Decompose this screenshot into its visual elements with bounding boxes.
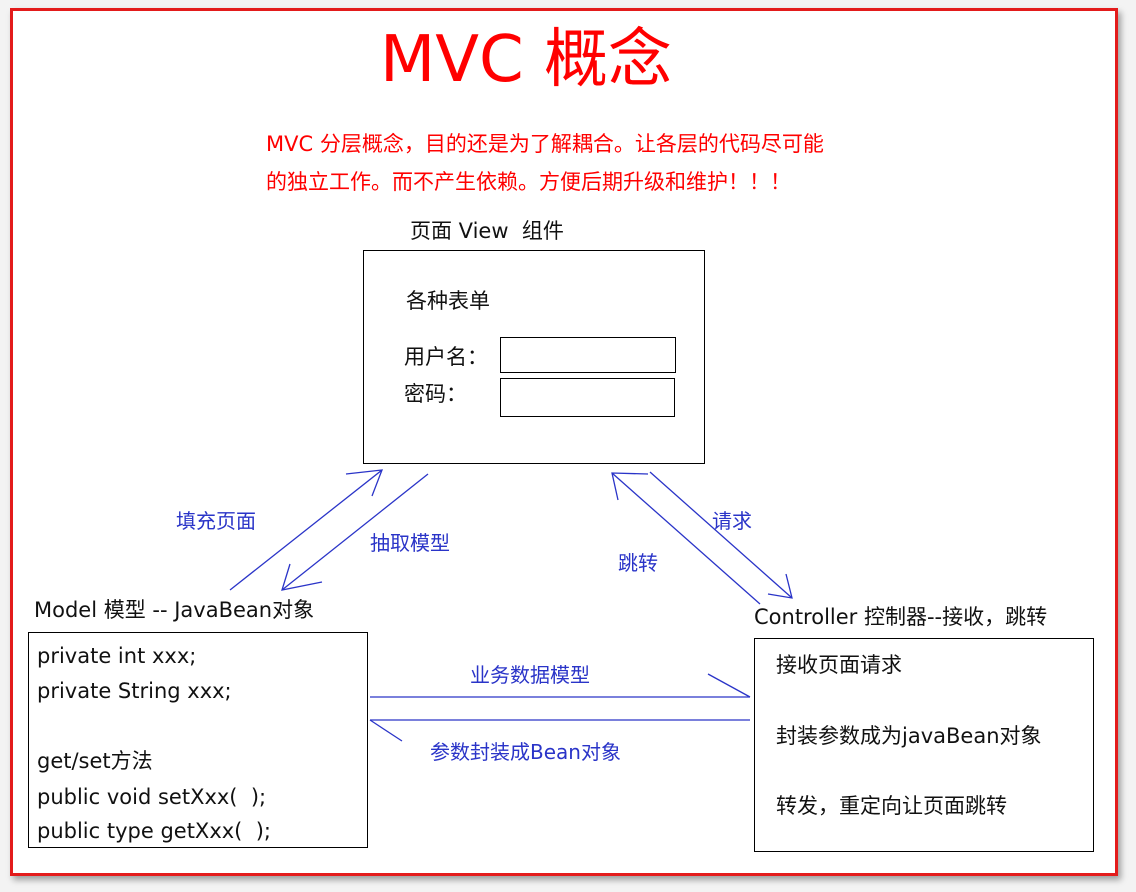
business-model-arrowhead (707, 673, 751, 698)
fill-page-arrow (229, 469, 383, 591)
business-model-label: 业务数据模型 (470, 663, 590, 687)
diagram-title: MVC 概念 (380, 23, 673, 97)
controller-line: 转发，重定向让页面跳转 (776, 794, 1007, 818)
password-field (500, 378, 675, 417)
subtitle-line-2: 的独立工作。而不产生依赖。方便后期升级和维护！！！ (266, 170, 791, 194)
model-box (28, 632, 368, 848)
extract-model-arrow (281, 473, 429, 591)
model-line: private String xxx; (37, 679, 232, 703)
bean-encapsulation-arrowhead (369, 719, 403, 742)
redirect-label: 跳转 (618, 551, 658, 575)
subtitle-line-1: MVC 分层概念，目的还是为了解耦合。让各层的代码尽可能 (266, 132, 824, 156)
redirect-arrow (611, 472, 761, 605)
extract-model-arrowhead (281, 563, 323, 591)
request-label: 请求 (712, 509, 752, 533)
model-line: private int xxx; (37, 644, 197, 668)
request-arrow (649, 471, 793, 599)
fill-page-arrowhead (345, 469, 383, 497)
fill-page-label: 填充页面 (176, 509, 256, 533)
form-title: 各种表单 (406, 289, 490, 313)
view-heading: 页面 View 组件 (410, 219, 564, 243)
model-line: public type getXxx( ); (37, 819, 271, 843)
model-heading: Model 模型 -- JavaBean对象 (34, 598, 315, 622)
redirect-arrowhead (611, 472, 649, 501)
model-line: get/set方法 (37, 749, 153, 773)
password-label: 密码： (404, 382, 467, 406)
controller-heading: Controller 控制器--接收，跳转 (754, 605, 1048, 629)
controller-line: 接收页面请求 (776, 653, 902, 677)
extract-model-label: 抽取模型 (370, 531, 450, 555)
username-field (500, 337, 676, 373)
username-label: 用户名： (404, 345, 488, 369)
controller-line: 封装参数成为javaBean对象 (776, 724, 1042, 748)
controller-box (754, 638, 1094, 852)
bean-encapsulation-label: 参数封装成Bean对象 (430, 740, 621, 764)
request-arrowhead (767, 573, 793, 599)
model-line: public void setXxx( ); (37, 785, 267, 809)
